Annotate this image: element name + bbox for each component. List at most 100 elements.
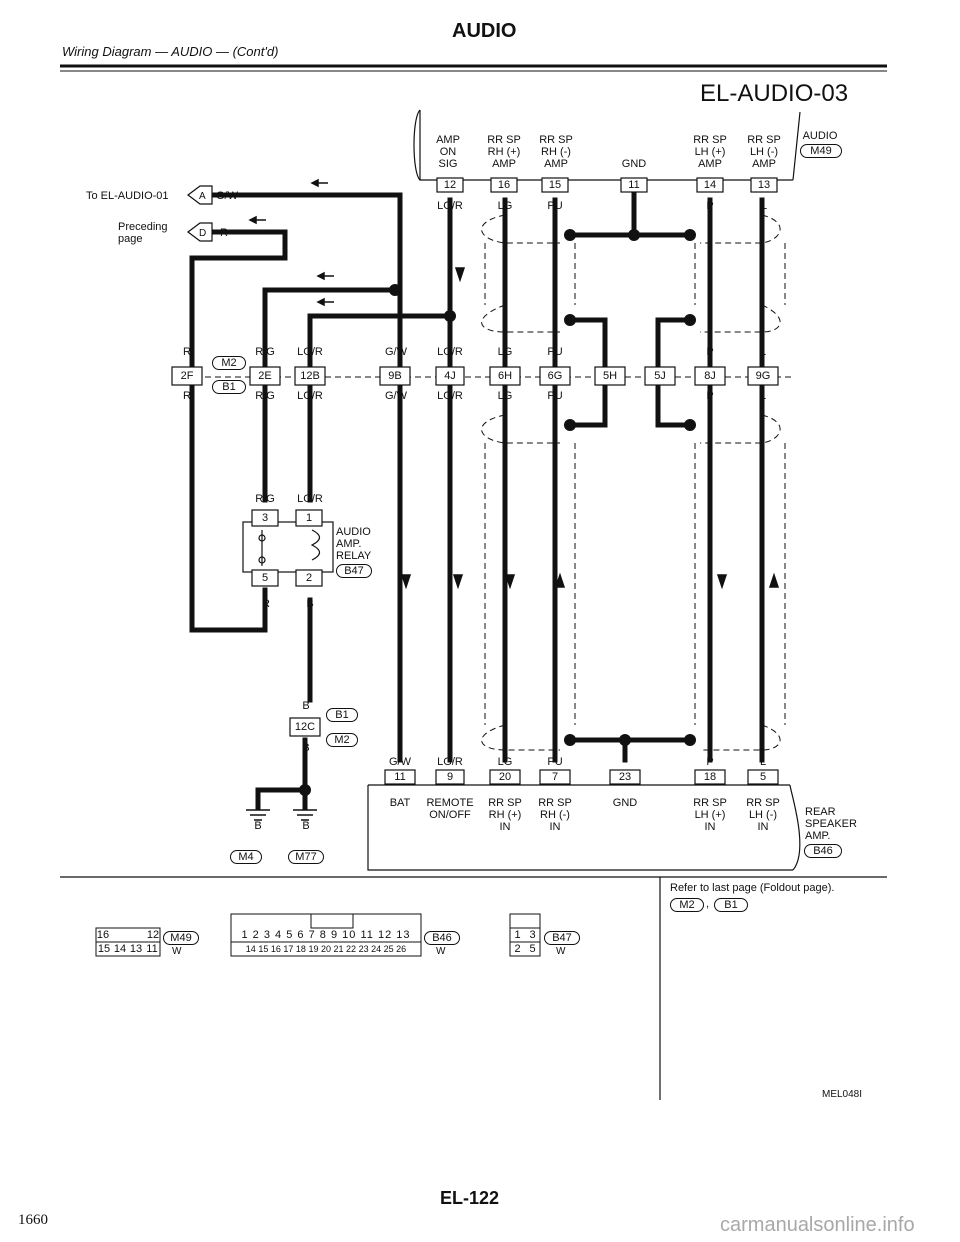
cv-b47-color: W xyxy=(556,946,566,957)
page-code: EL-122 xyxy=(440,1188,500,1208)
amp-bottom-pin: 18 xyxy=(703,771,717,783)
junction-connector: 8J xyxy=(704,370,716,382)
amp-top-component: AUDIO xyxy=(802,130,838,142)
refer-sep: , xyxy=(706,898,710,910)
junction-connector: 4J xyxy=(444,370,456,382)
junction-connector: 9B xyxy=(388,370,402,382)
relay-name: AUDIO AMP. RELAY xyxy=(336,526,372,562)
wire-label: R xyxy=(220,227,228,239)
amp-bottom-label: BAT xyxy=(389,797,411,809)
cv-b47-pin: 3 xyxy=(529,929,536,941)
amp-bottom-label: RR SP RH (-) IN xyxy=(538,797,572,833)
cv-m49-color: W xyxy=(172,946,182,957)
amp-top-label-rh-plus: RR SP RH (+) AMP xyxy=(487,134,521,170)
junction-connector: 5J xyxy=(654,370,666,382)
cv-m49-id: M49 xyxy=(163,931,199,945)
amp-bottom-connector-id: B46 xyxy=(804,844,842,858)
relay-pin: 2 xyxy=(305,572,313,584)
wire-label: R xyxy=(183,346,191,358)
conn-id-b1: B1 xyxy=(326,708,358,722)
wire-label: LG/R xyxy=(297,390,323,402)
page-subtitle: Wiring Diagram — AUDIO — (Cont'd) xyxy=(62,44,279,59)
svg-text:A: A xyxy=(199,191,206,202)
wire-label: P xyxy=(706,200,714,212)
wire-label: G/W xyxy=(389,756,411,768)
conn-id-m2: M2 xyxy=(212,356,246,370)
amp-top-label-gnd: GND xyxy=(621,158,647,170)
amp-bottom-pin: 7 xyxy=(551,771,559,783)
amp-top-pin: 15 xyxy=(548,179,562,191)
junction-connector: 9G xyxy=(755,370,771,382)
wire-label: R/G xyxy=(255,346,275,358)
cv-b46-row2: 14 15 16 17 18 19 20 21 22 23 24 25 26 xyxy=(245,944,407,954)
refer-note: Refer to last page (Foldout page). xyxy=(670,882,835,894)
amp-bottom-label: RR SP LH (-) IN xyxy=(746,797,780,833)
amp-top-label-on-sig: AMP ON SIG xyxy=(436,134,460,170)
cv-m49-pin: 11 xyxy=(146,943,158,955)
amp-top-label-rh-minus: RR SP RH (-) AMP xyxy=(539,134,573,170)
cv-m49-pin: 16 xyxy=(96,929,110,941)
amp-bottom-label: RR SP LH (+) IN xyxy=(693,797,727,833)
junction-connector: 2F xyxy=(180,370,194,382)
amp-top-label-lh-minus: RR SP LH (-) AMP xyxy=(747,134,781,170)
page-number: 1660 xyxy=(18,1212,48,1228)
wire-label: PU xyxy=(547,200,563,212)
wire-label: P xyxy=(706,756,714,768)
amp-bottom-pin: 9 xyxy=(446,771,454,783)
wire-label: R/G xyxy=(255,390,275,402)
junction-connector: 5H xyxy=(602,370,618,382)
wire-label: LG/R xyxy=(437,200,463,212)
cv-b47-pin: 1 xyxy=(514,929,521,941)
wire-label: LG/R xyxy=(437,346,463,358)
amp-top-pin: 13 xyxy=(757,179,771,191)
amp-bottom-label: REMOTE ON/OFF xyxy=(426,797,474,821)
wire-label: L xyxy=(759,390,767,402)
wire-label: P xyxy=(706,346,714,358)
relay-pin: 3 xyxy=(261,512,269,524)
wire-label: LG xyxy=(497,346,513,358)
conn-id-b1: B1 xyxy=(212,380,246,394)
junction-connector-12c: 12C xyxy=(294,721,316,733)
wire-label: LG/R xyxy=(297,346,323,358)
wire-label: PU xyxy=(547,756,563,768)
wire-label: P xyxy=(706,390,714,402)
wire-label: B xyxy=(306,598,314,610)
cv-m49-pin: 15 xyxy=(97,943,111,955)
wire-label: LG/R xyxy=(437,756,463,768)
wire-label: G/W xyxy=(385,390,407,402)
refer-conn-b1: B1 xyxy=(714,898,748,912)
cv-m49-pin: 12 xyxy=(146,929,160,941)
wire-label: LG/R xyxy=(437,390,463,402)
ref-to-audio01[interactable]: To EL-AUDIO-01 xyxy=(86,190,169,202)
wire-label: LG xyxy=(497,200,513,212)
cv-b46-id: B46 xyxy=(424,931,460,945)
wire-label: B xyxy=(302,742,310,754)
wire-label: PU xyxy=(547,390,563,402)
cv-b46-color: W xyxy=(436,946,446,957)
cv-b47-pin: 2 xyxy=(514,943,521,955)
amp-top-pin: 16 xyxy=(497,179,511,191)
amp-bottom-pin: 5 xyxy=(759,771,767,783)
wire-label: G/W xyxy=(216,190,238,202)
amp-top-pin: 12 xyxy=(443,179,457,191)
relay-connector-id: B47 xyxy=(336,564,372,578)
page-title: AUDIO xyxy=(452,20,517,42)
amp-top-label-lh-plus: RR SP LH (+) AMP xyxy=(693,134,727,170)
amp-top-connector-id: M49 xyxy=(800,144,842,158)
wire-label: R xyxy=(183,390,191,402)
wire-label: L xyxy=(759,756,767,768)
wire-label: L xyxy=(759,346,767,358)
amp-bottom-label: GND xyxy=(612,797,638,809)
cv-b46-row1: 1 2 3 4 5 6 7 8 9 10 11 12 13 xyxy=(241,929,411,941)
figure-id: MEL048I xyxy=(822,1089,863,1100)
refer-conn-m2: M2 xyxy=(670,898,704,912)
wire-label: PU xyxy=(547,346,563,358)
wire-label: R xyxy=(262,598,270,610)
amp-bottom-pin: 20 xyxy=(498,771,512,783)
ref-preceding-page[interactable]: Preceding page xyxy=(118,221,168,245)
watermark: carmanualsonline.info xyxy=(720,1214,915,1236)
amp-bottom-pin: 23 xyxy=(618,771,632,783)
amp-top-pin: 11 xyxy=(628,179,640,191)
relay-pin: 5 xyxy=(261,572,269,584)
